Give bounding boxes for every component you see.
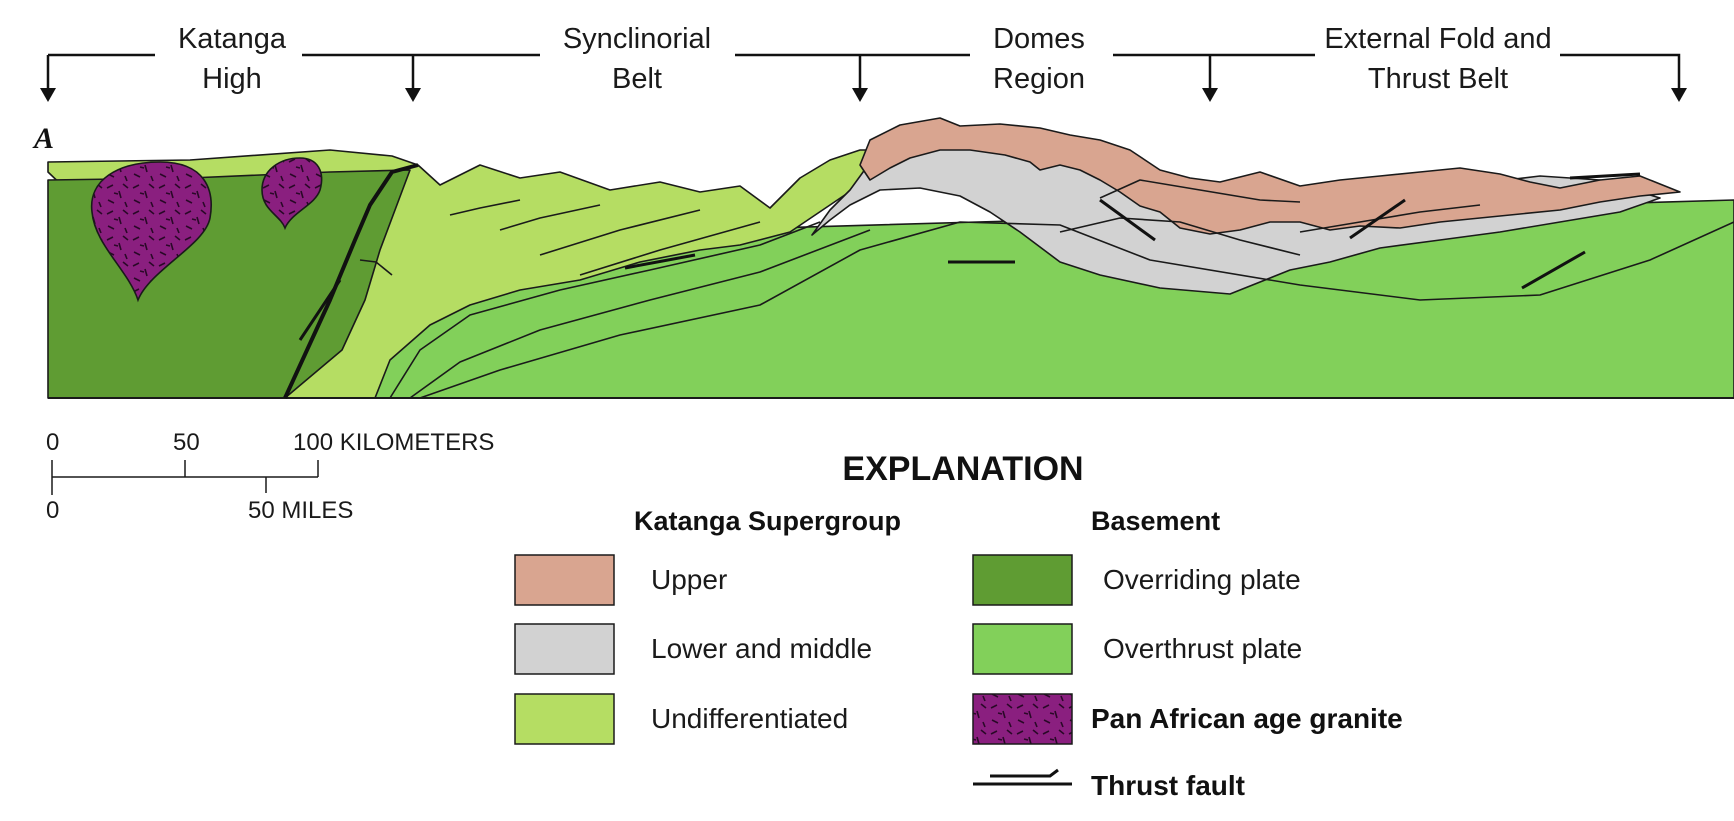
region-label-synclinorial-belt-line1: Synclinorial bbox=[563, 23, 711, 55]
granite-body-small bbox=[261, 157, 323, 231]
scale-km-100: 100 KILOMETERS bbox=[293, 429, 494, 456]
thrust-fault-8 bbox=[1569, 172, 1641, 180]
scale-km-0: 0 bbox=[46, 429, 59, 456]
region-arrowheads bbox=[40, 88, 1687, 102]
region-label-domes-region-line1: Domes bbox=[993, 23, 1085, 55]
region-label-external-fold-line2: Thrust Belt bbox=[1368, 63, 1508, 95]
region-label-katanga-high-line1: Katanga bbox=[178, 23, 287, 55]
thrust-fault-2 bbox=[298, 279, 342, 341]
legend-swatch-undifferentiated bbox=[514, 693, 615, 745]
legend-label-lower-middle: Lower and middle bbox=[651, 633, 872, 664]
granite-body-large bbox=[90, 161, 212, 303]
scale-mile-50: 50 MILES bbox=[248, 497, 353, 524]
thrust-fault-3 bbox=[624, 253, 696, 270]
thrust-fault-main bbox=[283, 163, 419, 399]
scale-mile-0: 0 bbox=[46, 497, 59, 524]
thrust-fault-5 bbox=[1099, 198, 1156, 242]
legend-label-upper: Upper bbox=[651, 564, 727, 595]
panel-label: A bbox=[32, 122, 54, 155]
thrust-fault-6 bbox=[1349, 198, 1406, 240]
legend-label-undifferentiated: Undifferentiated bbox=[651, 703, 848, 734]
thrust-fault-7 bbox=[1521, 250, 1586, 290]
basement-heading: Basement bbox=[1091, 506, 1220, 536]
legend-swatch-overthrust-plate bbox=[972, 623, 1073, 675]
legend-swatch-upper bbox=[514, 554, 615, 606]
region-label-external-fold-line1: External Fold and bbox=[1324, 23, 1551, 55]
region-label-synclinorial-belt-line2: Belt bbox=[612, 63, 662, 95]
thrust-fault-symbol-icon bbox=[973, 768, 1072, 786]
region-header bbox=[46, 53, 1681, 96]
legend-label-thrust-fault: Thrust fault bbox=[1091, 770, 1245, 801]
legend-swatch-lower-middle bbox=[514, 623, 615, 675]
scale-km-50: 50 bbox=[173, 429, 200, 456]
region-label-katanga-high-line2: High bbox=[202, 63, 262, 95]
cross-section bbox=[47, 117, 1734, 399]
katanga-heading: Katanga Supergroup bbox=[634, 506, 901, 536]
legend-swatch-overriding-plate bbox=[972, 554, 1073, 606]
legend-label-overthrust-plate: Overthrust plate bbox=[1103, 633, 1302, 664]
legend-label-granite: Pan African age granite bbox=[1091, 703, 1403, 734]
legend-swatch-granite bbox=[972, 693, 1073, 745]
region-label-domes-region-line2: Region bbox=[993, 63, 1085, 95]
scale-bar bbox=[51, 460, 319, 495]
legend-label-overriding-plate: Overriding plate bbox=[1103, 564, 1301, 595]
explanation-title: EXPLANATION bbox=[842, 450, 1083, 488]
